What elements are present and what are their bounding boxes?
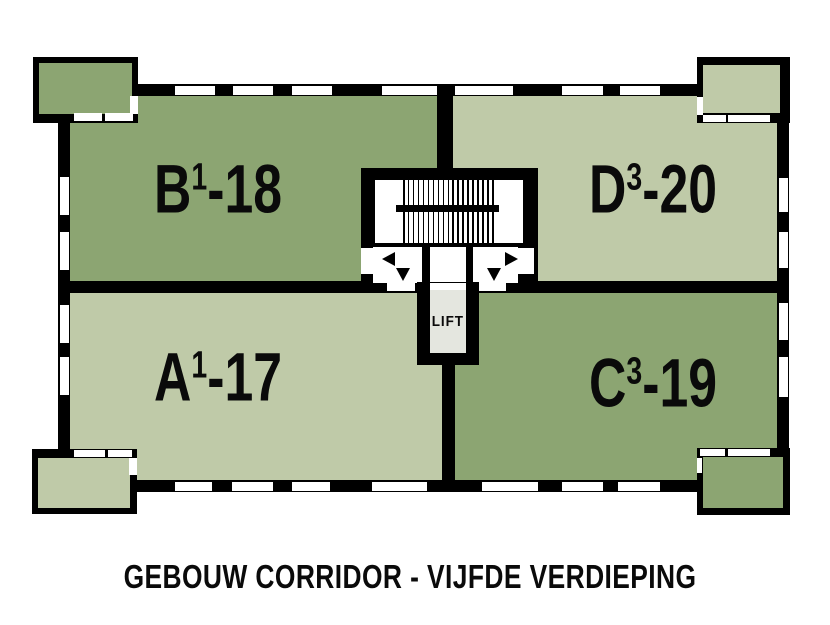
stair-landing-divider xyxy=(396,205,499,212)
balcony-door-pane xyxy=(105,113,133,121)
wall-divider-upper xyxy=(437,96,453,170)
window xyxy=(59,357,69,395)
window xyxy=(455,85,513,95)
window xyxy=(482,481,538,491)
window xyxy=(562,85,603,95)
window xyxy=(59,305,69,343)
balcony-floor xyxy=(39,63,132,114)
balcony-door-pane xyxy=(700,449,725,456)
window xyxy=(59,177,69,215)
window xyxy=(620,85,660,95)
floor-caption: GEBOUW CORRIDOR - VIJFDE VERDIEPING xyxy=(123,558,697,595)
apartment-label-C3-19: C3-19 xyxy=(588,344,718,422)
balcony-side-window xyxy=(129,458,137,475)
door-opening-to-D xyxy=(518,248,534,274)
balcony-bottom-right xyxy=(697,448,790,515)
door-opening-to-C xyxy=(478,283,506,291)
apartment-label-A1-17: A1-17 xyxy=(153,338,283,416)
entrance-hall-middle xyxy=(430,247,466,283)
balcony-door-pane xyxy=(728,115,770,122)
balcony-side-window xyxy=(697,458,702,473)
balcony-door-pane xyxy=(74,450,105,457)
balcony-side-window xyxy=(130,96,138,114)
door-opening-to-A xyxy=(387,283,415,291)
balcony-floor xyxy=(703,65,780,113)
lift-shaft: LIFT xyxy=(417,282,479,365)
window xyxy=(778,303,788,340)
door-arrow-down-icon xyxy=(487,268,501,281)
window xyxy=(372,481,427,491)
door-opening-to-B xyxy=(361,248,375,274)
window xyxy=(292,481,330,491)
window xyxy=(618,481,660,491)
window xyxy=(175,481,212,491)
stairwell xyxy=(361,168,538,293)
balcony-door-pane xyxy=(703,115,726,122)
apartment-label-B1-18: B1-18 xyxy=(153,150,283,228)
window xyxy=(778,178,788,212)
balcony-floor xyxy=(703,457,783,508)
balcony-door-pane xyxy=(108,450,132,457)
window xyxy=(232,481,273,491)
lift-cabin: LIFT xyxy=(430,290,466,353)
balcony-top-left xyxy=(33,57,138,123)
door-arrow-left-icon xyxy=(382,252,395,266)
window xyxy=(562,481,603,491)
window xyxy=(59,232,69,270)
window xyxy=(175,85,215,95)
balcony-side-window xyxy=(697,97,703,115)
lift-label: LIFT xyxy=(431,313,465,330)
window xyxy=(233,85,273,95)
window xyxy=(778,232,788,268)
lift-door-opening xyxy=(430,283,466,290)
wall-divider-lower xyxy=(442,362,455,482)
door-arrow-down-icon xyxy=(396,268,410,281)
balcony-bottom-left xyxy=(32,449,137,514)
balcony-top-right xyxy=(697,57,790,123)
window xyxy=(382,85,437,95)
window xyxy=(292,85,332,95)
balcony-door-pane xyxy=(74,113,102,121)
balcony-floor xyxy=(38,458,130,508)
window xyxy=(778,357,788,397)
door-arrow-right-icon xyxy=(505,252,518,266)
apartment-label-D3-20: D3-20 xyxy=(588,150,718,228)
balcony-door-pane xyxy=(728,449,770,456)
